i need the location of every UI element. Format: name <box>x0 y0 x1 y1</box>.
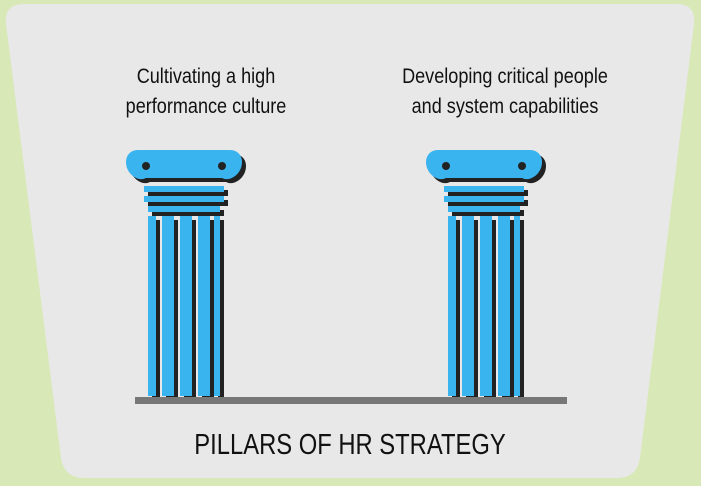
pillar-right-label: Developing critical people and system ca… <box>376 62 634 122</box>
pillar-left <box>126 150 246 400</box>
pillar-left-label-line2: performance culture <box>125 95 287 118</box>
pillar-left-label: Cultivating a high performance culture <box>103 62 309 122</box>
pillar-right <box>426 150 546 400</box>
footer-title: PILLARS OF HR STRATEGY <box>194 429 506 461</box>
ground-line <box>135 397 567 404</box>
pillar-left-label-line1: Cultivating a high <box>136 65 276 88</box>
pillar-right-label-line2: and system capabilities <box>411 95 599 118</box>
pillar-right-label-line1: Developing critical people <box>402 65 608 88</box>
